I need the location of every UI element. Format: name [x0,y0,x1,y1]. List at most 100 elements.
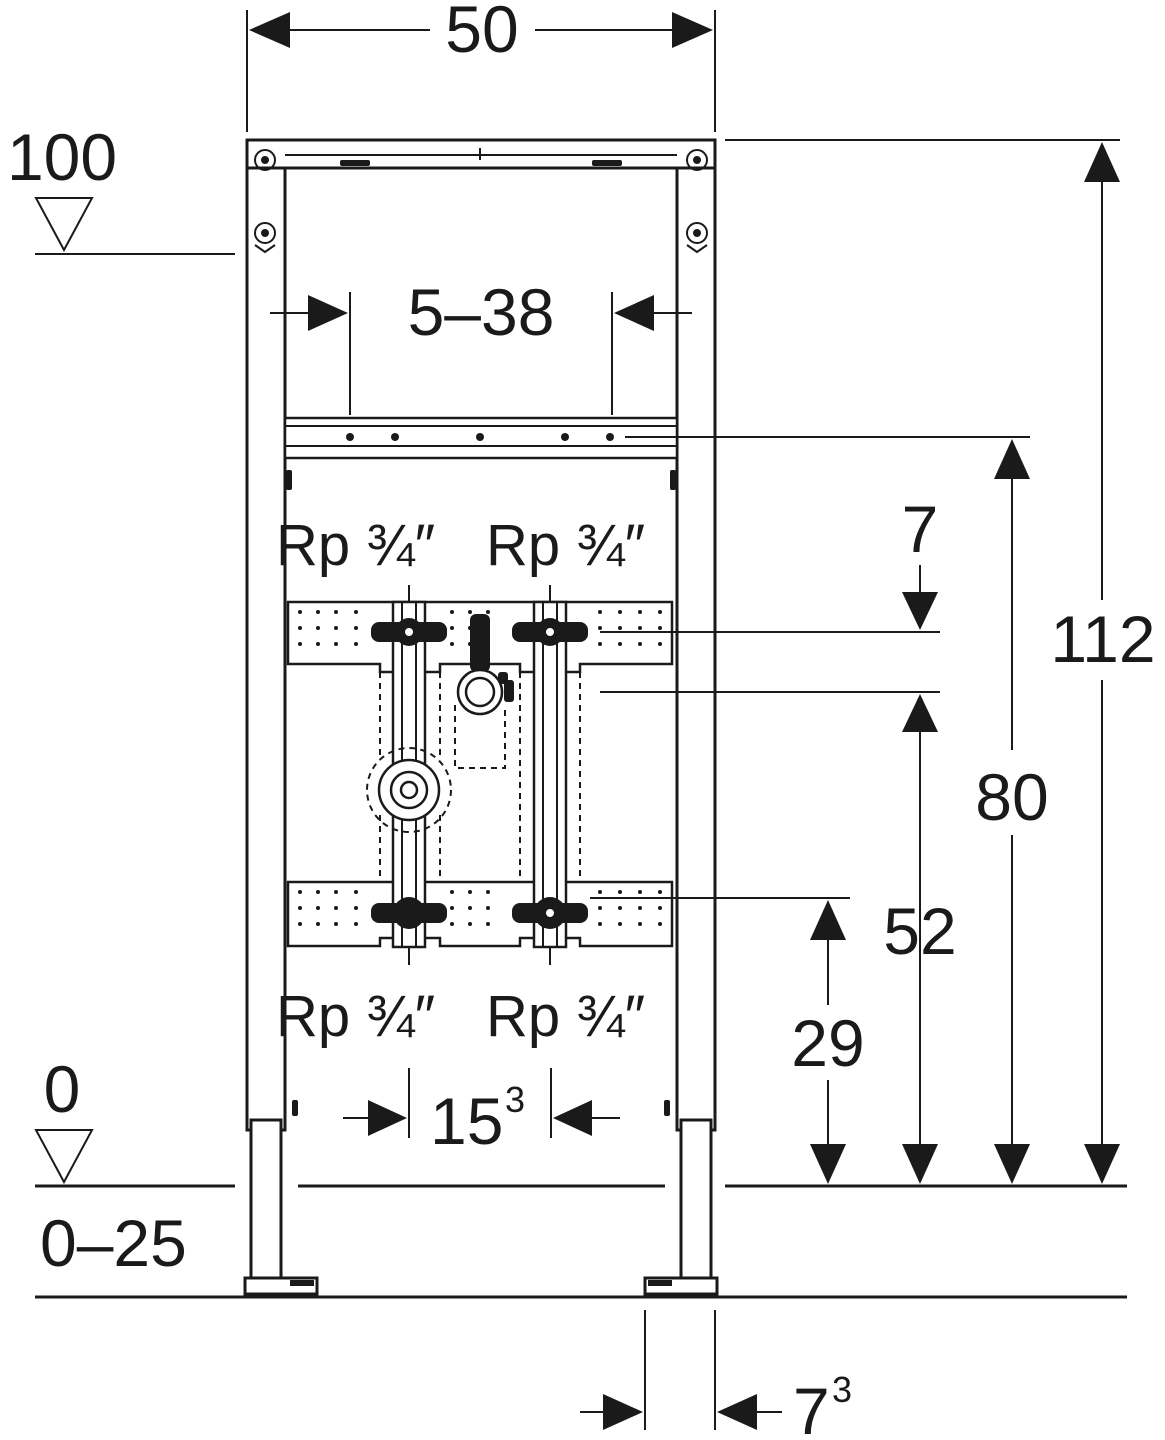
plate-hole [468,906,472,910]
right-upright [675,138,717,1132]
plate-hole [598,610,602,614]
plate-hole [298,890,302,894]
plate-hole [468,890,472,894]
label-connection-top-right: Rp ¾″ [486,513,645,578]
plate-hole [468,610,472,614]
plate-hole [316,610,320,614]
plate-hole [334,906,338,910]
valve-icon [371,897,447,929]
floor-lines [35,253,1127,1299]
label-total-height: 112 [1050,602,1155,676]
plate-hole [658,922,662,926]
plate-hole [450,626,454,630]
plate-hole [638,642,642,646]
dimension-pipe-spacing [343,1068,620,1138]
plate-hole [638,906,642,910]
plate-hole [468,922,472,926]
lower-mounting-plate [286,880,674,948]
plate-hole [316,642,320,646]
plate-hole [618,626,622,630]
plate-hole [298,906,302,910]
plate-hole [638,610,642,614]
valve-icon [512,618,588,646]
dimension-width [246,10,716,132]
plate-hole [354,610,358,614]
label-height-80: 80 [975,760,1048,834]
dimension-height-80 [625,436,1030,1184]
plate-hole [316,890,320,894]
plate-hole [598,906,602,910]
left-leg [249,1118,283,1282]
label-height-52: 52 [883,894,956,968]
drain-clamp-icon [456,614,514,716]
plate-hole [298,642,302,646]
valve-icon [512,897,588,929]
plate-hole [334,610,338,614]
plate-hole [298,610,302,614]
plate-hole [316,922,320,926]
label-adjust-range: 0–25 [40,1206,187,1280]
plate-hole [450,890,454,894]
plate-hole [354,922,358,926]
plate-hole [354,890,358,894]
plate-hole [450,922,454,926]
label-spacing-base: 15 [430,1084,503,1158]
plate-hole [486,610,490,614]
plate-hole [354,626,358,630]
plate-hole [658,890,662,894]
plate-hole [618,642,622,646]
plate-hole [486,922,490,926]
label-connection-bottom-left: Rp ¾″ [276,984,435,1049]
plate-hole [298,626,302,630]
plate-hole [638,890,642,894]
plate-hole [598,626,602,630]
plate-hole [598,890,602,894]
plate-hole [598,922,602,926]
plate-hole [450,642,454,646]
pipe-elbow-icon [377,758,441,822]
label-level-zero: 0 [44,1052,81,1126]
label-offset-7: 7 [902,492,939,566]
left-upright [245,138,287,1132]
dimension-foot-offset [580,1310,782,1430]
valve-icon [371,618,447,646]
plate-hole [486,906,490,910]
plate-hole [618,610,622,614]
label-connection-bottom-right: Rp ¾″ [486,984,645,1049]
plate-hole [638,626,642,630]
level-marker-icon [34,197,94,253]
plate-hole [354,642,358,646]
label-foot-offset-base: 7 [793,1374,830,1440]
mounting-bolt-icon [254,149,708,254]
plate-hole [334,626,338,630]
plate-hole [450,906,454,910]
plate-hole [354,906,358,910]
dimension-total-height [725,139,1120,1184]
valve-fittings [371,585,588,965]
label-height-29: 29 [791,1006,864,1080]
plate-hole [658,626,662,630]
plate-hole [450,610,454,614]
label-level-top: 100 [7,120,117,194]
plate-hole [618,906,622,910]
plate-hole [598,642,602,646]
plate-hole [618,922,622,926]
plate-hole [638,922,642,926]
plate-hole [658,906,662,910]
plate-hole [316,906,320,910]
label-total-width: 50 [445,0,518,66]
plate-hole [298,922,302,926]
dimension-height-29 [590,897,850,1184]
plate-hole [486,890,490,894]
dimension-bracket-range [270,292,692,415]
label-connection-top-left: Rp ¾″ [276,513,435,578]
plate-hole [334,642,338,646]
adjustable-crossbar [283,416,679,460]
plate-hole [658,610,662,614]
label-foot-offset-sup: 3 [832,1369,852,1410]
dimension-height-52 [902,732,938,1184]
plate-hole [316,626,320,630]
label-spacing-sup: 3 [505,1079,525,1120]
plate-hole [334,890,338,894]
